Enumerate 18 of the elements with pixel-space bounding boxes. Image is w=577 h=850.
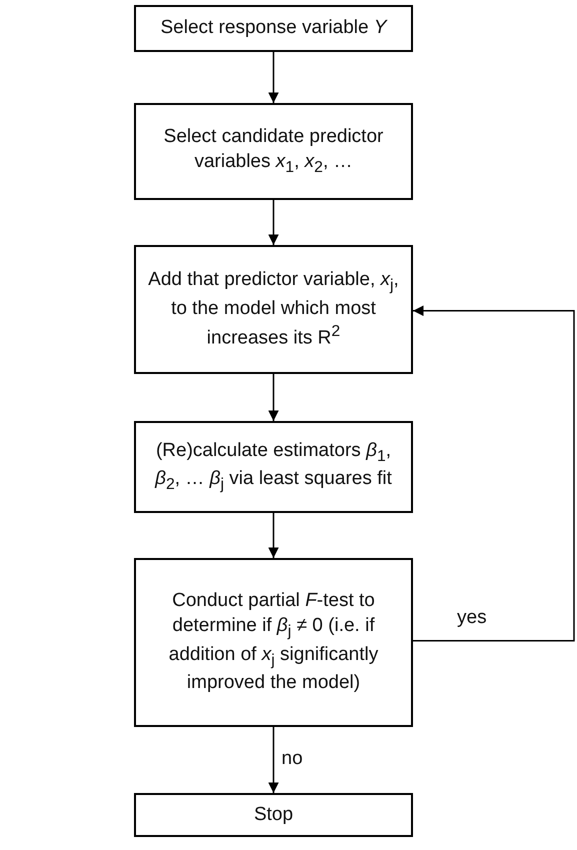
- step-text: Select response variable Y: [160, 16, 387, 40]
- process-box: [134, 103, 413, 200]
- step-text: Conduct partial F-test to determine if β$_{j}$ ≠ 0 (i.e. if addition of x$_{j}$ significantly improved the model): [168, 589, 380, 695]
- step-text: Stop: [254, 802, 294, 827]
- process-box: [134, 793, 413, 837]
- step-text: Add that predictor variable, x$_{j}$, to the model which most increases its R$^{2}$: [147, 268, 400, 350]
- process-box: [134, 558, 413, 727]
- process-box: [134, 421, 413, 513]
- step-text: (Re)calculate estimators β$_{1}$, β$_{2}$, … β$_{j}$ via least squares fit: [154, 438, 393, 495]
- arrow: [268, 513, 279, 558]
- process-box: [134, 5, 413, 52]
- arrow: [268, 52, 279, 103]
- arrow: [268, 727, 279, 793]
- arrow: [268, 374, 279, 421]
- process-box: [134, 245, 413, 374]
- arrow: [413, 306, 575, 642]
- step-text: Select candidate predictor variables x$_{1}$, x$_{2}$, …: [162, 124, 384, 178]
- arrow: [268, 200, 279, 245]
